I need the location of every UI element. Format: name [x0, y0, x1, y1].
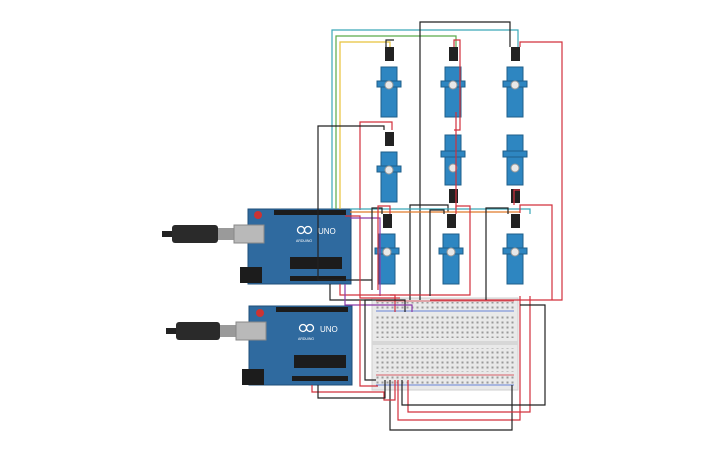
- board-logo-text-1: UNO: [318, 227, 336, 236]
- servo-3: [502, 47, 528, 118]
- arduino-board-2: UNO ARDUINO: [166, 305, 353, 386]
- wire-red-low2: [390, 205, 471, 296]
- wire-red-col1: [359, 121, 393, 210]
- wire-teal-1: [331, 29, 519, 209]
- wire-black-bottom1: [389, 380, 513, 431]
- wire-red-low1: [377, 205, 391, 290]
- wire-red-right-2: [453, 39, 461, 131]
- wire-red-bottom3: [311, 380, 396, 401]
- wire-black-col3: [485, 207, 509, 300]
- wire-red-right: [430, 41, 563, 301]
- wire-black-left: [364, 299, 376, 381]
- arduino-board-1: UNO ARDUINO: [162, 208, 352, 285]
- wire-purple-b1: [344, 284, 413, 312]
- board-brand-text-1: ARDUINO: [296, 239, 312, 243]
- wire-black-col1: [317, 125, 385, 281]
- wire-red-left: [359, 300, 378, 387]
- servo-7: [374, 214, 400, 285]
- wire-red-col3b: [513, 189, 520, 205]
- wire-teal-band: [350, 208, 531, 214]
- servo-1: [376, 47, 402, 118]
- wire-red-col3: [519, 204, 553, 300]
- servo-9: [502, 214, 528, 285]
- servo-2: [440, 47, 466, 118]
- servo-4: [376, 132, 402, 203]
- wire-black-bottom2: [401, 304, 546, 406]
- wire-black-top: [419, 21, 511, 300]
- board-logo-text-2: UNO: [320, 325, 338, 334]
- wire-black-low2: [429, 209, 445, 296]
- board-brand-text-2: ARDUINO: [298, 337, 314, 341]
- servo-5: [440, 134, 466, 203]
- servo-6: [502, 134, 528, 203]
- wire-green-1: [335, 35, 457, 209]
- wire-black-2: [385, 39, 394, 47]
- wire-red-band: [345, 215, 400, 299]
- wire-black-low1: [371, 207, 383, 290]
- wire-red-b1: [339, 284, 396, 312]
- servo-8: [438, 214, 464, 285]
- wires: [311, 21, 563, 431]
- wire-red-bottom1: [397, 296, 521, 421]
- wire-purple-band: [350, 217, 381, 296]
- wire-red-bottom2: [407, 296, 531, 413]
- wire-black-bottom3: [317, 380, 386, 399]
- breadboard: [371, 297, 519, 391]
- usb-cable-2: [166, 322, 238, 340]
- usb-cable-1: [162, 225, 236, 243]
